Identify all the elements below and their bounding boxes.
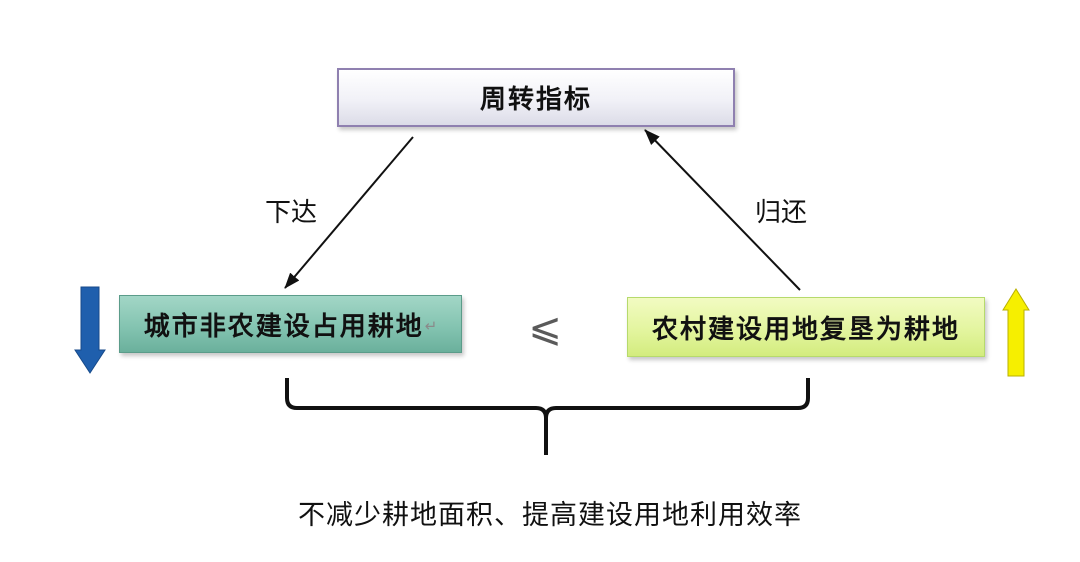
rural-land-reclamation-label: 农村建设用地复垦为耕地 (651, 314, 960, 345)
urban-land-occupation-box: 城市非农建设占用耕地↵ (119, 295, 462, 353)
down-arrow-icon (74, 286, 106, 374)
issue-arrow (284, 136, 414, 289)
paragraph-return-mark: ↵ (424, 317, 438, 335)
urban-land-occupation-label: 城市非农建设占用耕地 (143, 311, 424, 342)
issue-arrow-label: 下达 (265, 198, 318, 228)
summary-caption: 不减少耕地面积、提高建设用地利用效率 (298, 500, 802, 531)
less-or-equal-symbol: ⩽ (528, 305, 562, 351)
return-arrow-label: 归还 (755, 198, 808, 228)
return-arrow (644, 129, 801, 291)
turnover-quota-label: 周转指标 (479, 85, 592, 115)
summary-brace (285, 378, 810, 455)
up-arrow-icon (1002, 288, 1030, 377)
turnover-quota-box: 周转指标 (337, 68, 735, 127)
rural-land-reclamation-box: 农村建设用地复垦为耕地 (627, 297, 985, 357)
